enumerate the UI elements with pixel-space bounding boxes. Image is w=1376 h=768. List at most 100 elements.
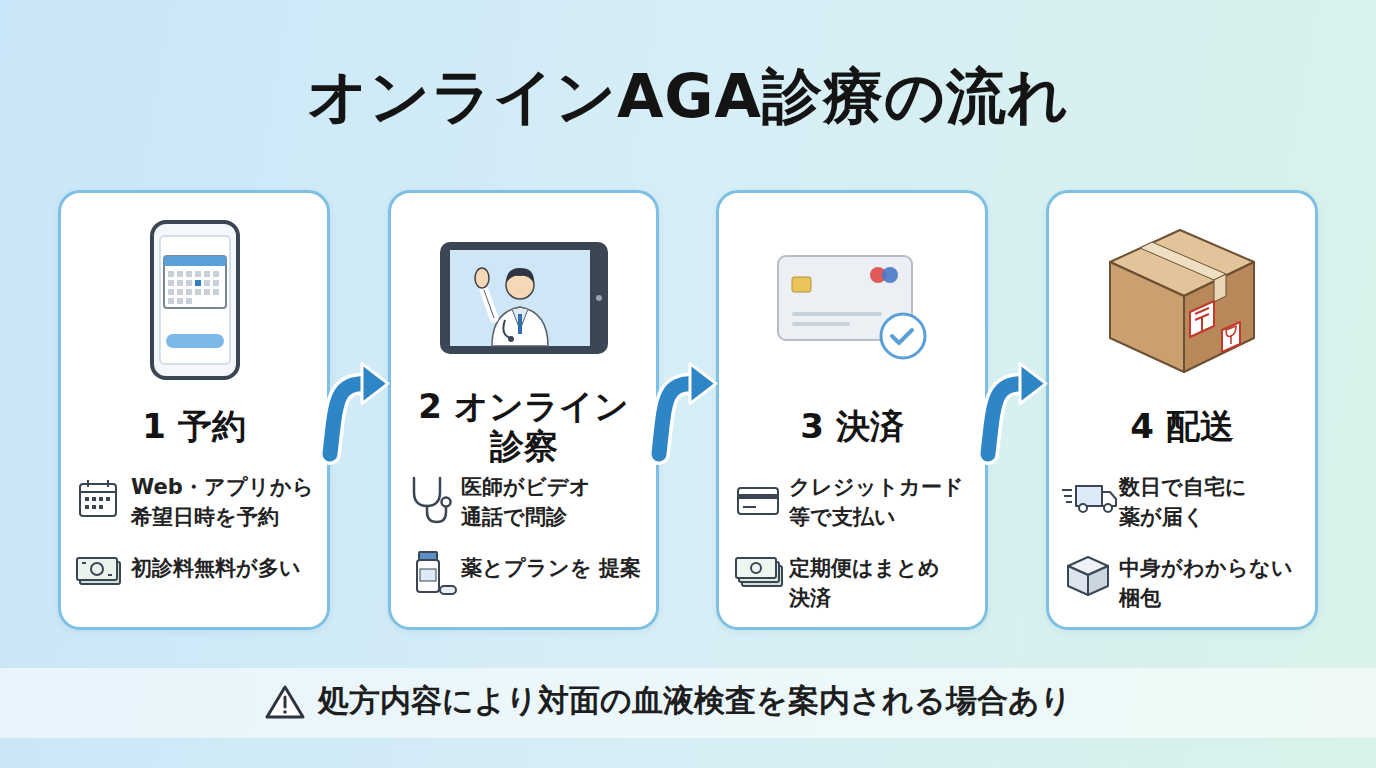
parcel-illustration: [1214, 274, 1226, 302]
flow-arrow: [659, 364, 716, 454]
calendar-icon: [80, 491, 116, 493]
step-card: 3 決済クレジットカード 等で支払い定期便はまとめ 決済: [716, 190, 988, 630]
phone-illustration: [152, 222, 238, 378]
phone-illustration: [177, 280, 183, 286]
calendar-icon: [106, 497, 110, 501]
money-stack-icon: [739, 562, 779, 582]
parcel-illustration: [1110, 230, 1254, 296]
note-band: 処方内容により対面の血液検査を案内される場合あり: [0, 668, 1376, 738]
phone-illustration: [164, 256, 226, 266]
step-detail: Web・アプリから 希望日時を予約: [131, 472, 327, 532]
warning-icon: [267, 687, 303, 717]
phone-illustration: [164, 256, 226, 308]
step-heading: 4 配送: [1062, 406, 1302, 446]
arrow-head: [362, 364, 388, 404]
truck-icon: [1076, 486, 1102, 506]
arrow-head: [1020, 364, 1046, 404]
phone-illustration: [204, 271, 210, 277]
money-icon: [82, 562, 86, 564]
calendar-icon: [80, 480, 116, 516]
tablet-illustration: [506, 271, 534, 299]
credit-card-illustration: [881, 314, 925, 358]
arrow-shaft: [330, 384, 366, 454]
truck-icon: [1104, 504, 1112, 512]
step-card: 1 予約Web・アプリから 希望日時を予約初診料無料が多い: [58, 190, 330, 630]
tablet-illustration: [506, 268, 534, 283]
tablet-illustration: [440, 242, 608, 354]
phone-illustration: [168, 271, 174, 277]
parcel-illustration: [1190, 301, 1214, 337]
calendar-icon: [92, 505, 96, 509]
medicine-icon: [417, 560, 439, 592]
money-icon: [77, 558, 120, 584]
arrow-outline: [988, 384, 1024, 454]
parcel-illustration: [1110, 230, 1254, 372]
card-icon: [738, 488, 778, 514]
truck-icon: [1062, 489, 1072, 491]
step-card: 4 配送数日で自宅に 薬が届く中身がわからない 梱包: [1046, 190, 1318, 630]
credit-card-illustration: [792, 312, 882, 316]
card-icon: [743, 506, 756, 508]
stethoscope-icon: [414, 478, 451, 522]
calendar-icon: [85, 505, 89, 509]
phone-illustration: [186, 289, 192, 295]
credit-card-illustration: [792, 277, 811, 292]
phone-illustration: [186, 298, 192, 304]
parcel-illustration: [1222, 322, 1240, 352]
tablet-illustration: [512, 309, 528, 330]
arrow-shaft: [988, 384, 1024, 454]
truck-icon: [1062, 486, 1116, 512]
arrow-outline: [330, 384, 366, 454]
warning-icon: [267, 687, 303, 717]
flow-arrow: [330, 364, 388, 454]
truck-icon: [1102, 492, 1116, 506]
medicine-icon: [420, 569, 436, 581]
phone-illustration: [168, 271, 219, 304]
truck-icon: [1079, 504, 1087, 512]
phone-illustration: [213, 280, 219, 286]
tablet-illustration: [518, 314, 522, 334]
tablet-illustration: [503, 320, 510, 338]
arrow-shaft: [659, 384, 694, 454]
calendar-icon: [85, 497, 89, 501]
phone-illustration: [204, 289, 210, 295]
small-box-icon: [1068, 557, 1108, 575]
money-stack-icon: [736, 558, 782, 586]
medicine-icon: [419, 552, 437, 560]
step-detail: 数日で自宅に 薬が届く: [1119, 472, 1315, 532]
calendar-icon: [107, 480, 109, 487]
arrow-head: [690, 364, 716, 404]
phone-illustration: [195, 271, 201, 277]
step-heading: 3 決済: [732, 406, 972, 446]
medicine-icon: [417, 552, 456, 594]
diagram-title: オンラインAGA診療の流れ: [0, 56, 1376, 136]
step-detail: 中身がわからない 梱包: [1119, 553, 1315, 613]
credit-card-illustration: [778, 256, 925, 358]
phone-illustration: [152, 222, 238, 378]
calendar-icon: [80, 484, 116, 516]
card-icon: [738, 488, 778, 514]
phone-illustration: [195, 280, 201, 286]
note-text: 処方内容により対面の血液検査を案内される場合あり: [318, 680, 1358, 720]
step-detail: 医師がビデオ 通話で問診: [461, 472, 657, 532]
money-icon: [80, 562, 120, 584]
step-detail: 定期便はまとめ 決済: [789, 553, 985, 613]
money-stack-icon: [742, 566, 782, 586]
calendar-icon: [87, 480, 89, 487]
parcel-illustration: [1110, 262, 1184, 372]
small-box-icon: [1068, 557, 1108, 595]
warning-icon: [283, 710, 287, 714]
calendar-icon: [99, 497, 103, 501]
money-stack-icon: [736, 558, 776, 578]
phone-illustration: [168, 289, 174, 295]
money-icon: [77, 558, 117, 580]
step-detail: クレジットカード 等で支払い: [789, 472, 985, 532]
credit-card-illustration: [882, 267, 898, 283]
money-icon: [91, 563, 103, 575]
stethoscope-icon: [414, 478, 440, 506]
stethoscope-icon: [442, 498, 451, 507]
step-detail: 初診料無料が多い: [131, 553, 327, 583]
phone-illustration: [204, 280, 210, 286]
credit-card-illustration: [778, 256, 912, 340]
phone-illustration: [177, 289, 183, 295]
